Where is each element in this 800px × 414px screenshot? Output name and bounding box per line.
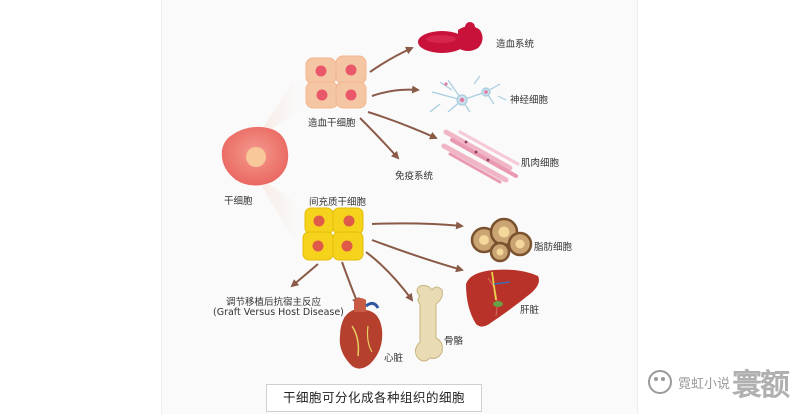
stem-cell xyxy=(221,126,289,186)
muscle-cell-label: 肌肉细胞 xyxy=(521,158,560,169)
arrow-msc-heart xyxy=(341,261,360,306)
hsc-label: 造血干细胞 xyxy=(308,118,356,129)
wechat-icon xyxy=(648,370,672,394)
blood-system-label: 造血系统 xyxy=(496,39,535,50)
bone-label: 骨骼 xyxy=(444,336,464,347)
msc-cluster xyxy=(302,207,364,261)
msc-label: 间充质干细胞 xyxy=(309,197,367,208)
heart-label: 心脏 xyxy=(384,353,404,364)
immune-system-label: 免疫系统 xyxy=(395,171,434,182)
neuron-cells-image xyxy=(429,75,507,113)
gvhd-label-zh: 调节移植后抗宿主反应 xyxy=(226,297,322,308)
watermark-brand: 寰额 xyxy=(732,368,790,403)
fat-cell-label: 脂肪细胞 xyxy=(534,242,573,253)
figure-caption: 干细胞可分化成各种组织的细胞 xyxy=(266,384,482,412)
arrow-msc-gvhd xyxy=(290,263,319,288)
liver-image xyxy=(466,269,539,327)
watermark-text: 霓虹小说 xyxy=(678,376,731,392)
gvhd-label-en: (Graft Versus Host Disease) xyxy=(213,307,344,318)
fan-to-msc xyxy=(255,175,300,250)
panel-border-left xyxy=(161,0,162,414)
stem-cell-label: 干细胞 xyxy=(224,196,253,207)
fat-cells-image xyxy=(470,217,533,263)
arrow-msc-liver xyxy=(371,239,464,273)
fan-to-hsc xyxy=(255,70,300,140)
stem-cell-nucleus xyxy=(246,147,266,167)
muscle-fibers-image xyxy=(441,129,520,184)
arrow-msc-bone xyxy=(365,251,414,302)
arrow-hsc-nerve xyxy=(371,85,420,97)
watermark: 霓虹小说 寰额 xyxy=(648,360,790,404)
arrow-hsc-immune xyxy=(359,117,400,160)
nerve-cell-label: 神经细胞 xyxy=(510,95,549,106)
heart-image xyxy=(339,298,383,369)
bone-image xyxy=(414,285,443,362)
arrow-hsc-blood xyxy=(369,46,414,73)
arrow-msc-fat xyxy=(371,221,464,230)
panel-border-right xyxy=(637,0,638,414)
blood-cells-image xyxy=(418,22,483,53)
arrow-hsc-muscle xyxy=(367,111,438,140)
hsc-cluster xyxy=(305,55,367,109)
liver-label: 肝脏 xyxy=(520,305,540,316)
diagram-panel xyxy=(162,0,637,414)
